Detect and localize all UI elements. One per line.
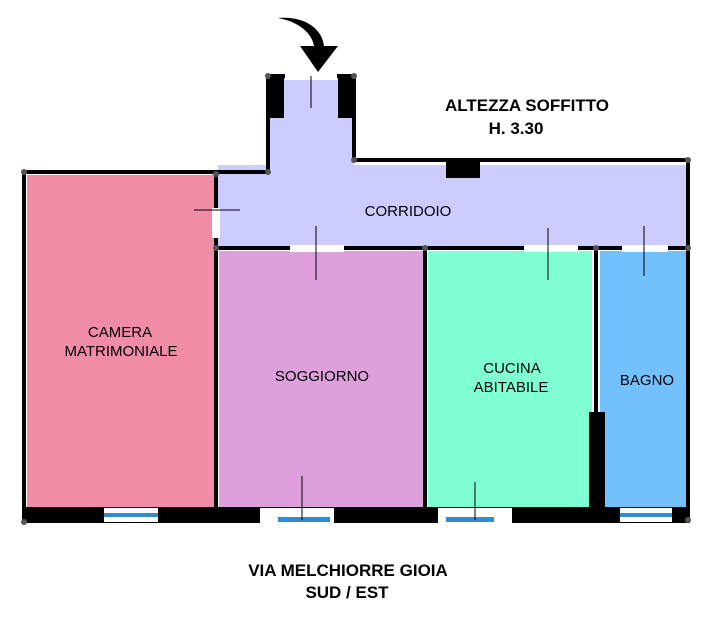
street-label: VIA MELCHIORRE GIOIA [248,561,448,580]
entrance-arrow-icon [278,17,338,72]
wall-nodes [21,73,691,525]
bottom-wall [24,507,690,523]
kitchen-label-1: CUCINA [483,360,541,377]
bathroom-label: BAGNO [620,372,674,389]
living-room-room [219,251,423,510]
wall-pillar [589,412,605,512]
corridor-label: CORRIDOIO [365,203,452,220]
living-room-label: SOGGIORNO [275,368,369,385]
corridor-room [218,165,686,247]
kitchen-room [428,251,592,510]
bathroom-room [600,251,686,510]
orientation-label: SUD / EST [305,583,389,602]
entrance-pillar-right [338,76,356,118]
corridor-niche [446,160,480,178]
master-bedroom-label-2: MATRIMONIALE [64,343,177,360]
door-lines [194,76,645,520]
master-bedroom-label-1: CAMERA [88,324,152,341]
master-bedroom-room [27,175,216,510]
ceiling-height-value: H. 3.30 [489,119,544,138]
kitchen-label-2: ABITABILE [474,379,549,396]
windows [104,508,672,524]
ceiling-height-title: ALTEZZA SOFFITTO [445,96,609,115]
entrance-pillar-left [266,76,284,118]
